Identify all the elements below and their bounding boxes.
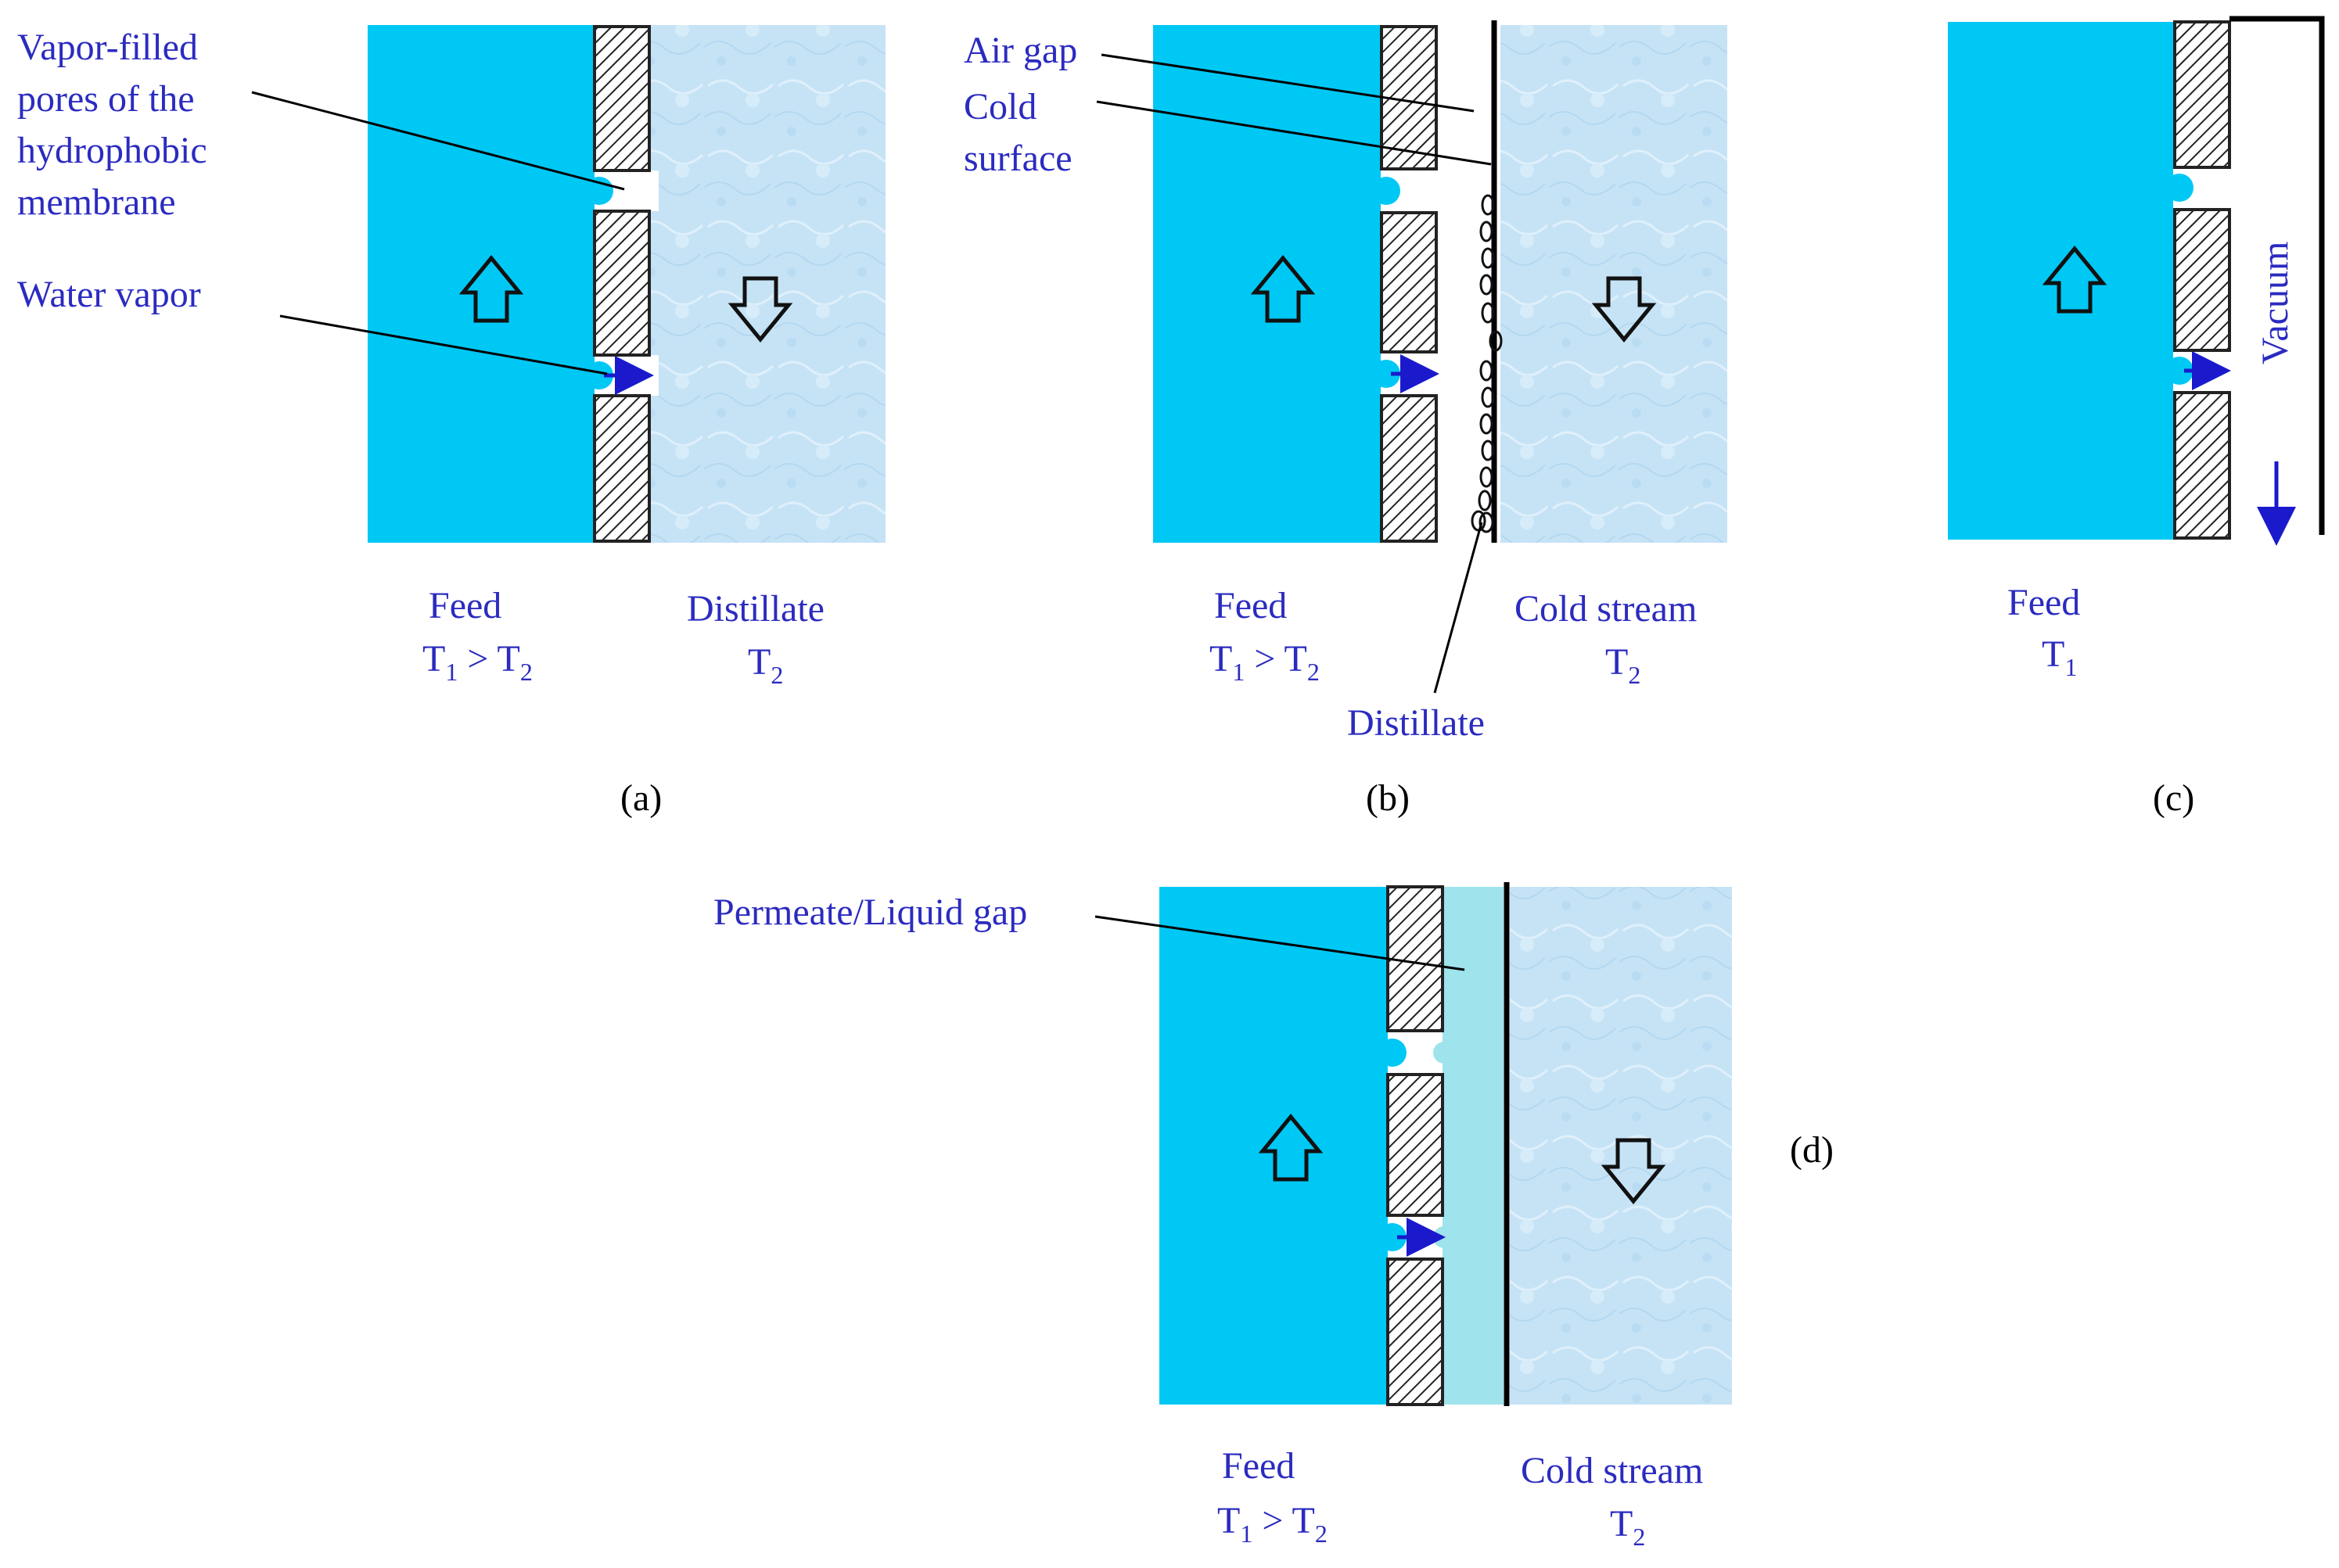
meniscus bbox=[2165, 357, 2193, 385]
panel-b: Air gap Cold surface Distillate Feed T1 … bbox=[964, 20, 1727, 819]
meniscus bbox=[1372, 177, 1400, 205]
caption-b: (b) bbox=[1366, 777, 1410, 819]
membrane-segment bbox=[1386, 1073, 1444, 1217]
feed-region bbox=[1948, 22, 2179, 540]
pores-label: Vapor-filled pores of the hydrophobic me… bbox=[17, 27, 217, 223]
cold-stream-temperature: T2 bbox=[1610, 1503, 1645, 1551]
flow-down-arrow bbox=[1591, 276, 1657, 343]
membrane-segment bbox=[2173, 20, 2231, 169]
air-gap-label: Air gap bbox=[964, 30, 1077, 71]
feed-region bbox=[1159, 887, 1391, 1405]
vacuum-chamber-wall bbox=[2229, 16, 2325, 535]
flow-up-arrow bbox=[458, 255, 524, 323]
condensate-droplets bbox=[1471, 194, 1503, 533]
caption-c: (c) bbox=[2153, 777, 2194, 819]
caption-a: (a) bbox=[620, 777, 662, 819]
panel-a: Vapor-filled pores of the hydrophobic me… bbox=[17, 25, 886, 819]
pores-leader bbox=[251, 91, 625, 191]
caption-d: (d) bbox=[1790, 1129, 1834, 1171]
membrane-segment bbox=[593, 394, 651, 543]
panel-d: Permeate/Liquid gap Feed T1 > T2 Cold st… bbox=[713, 882, 1834, 1551]
cold-stream-temperature: T2 bbox=[1605, 641, 1640, 689]
membrane-segment bbox=[1386, 1258, 1444, 1406]
feed-label: Feed bbox=[2007, 582, 2080, 623]
feed-region bbox=[1153, 25, 1386, 543]
feed-temperature: T1 > T2 bbox=[1217, 1500, 1328, 1548]
membrane-segment bbox=[593, 25, 651, 172]
feed-temperature: T1 bbox=[2042, 633, 2077, 681]
meniscus bbox=[1372, 360, 1400, 388]
feed-region bbox=[368, 25, 602, 543]
feed-temperature: T1 > T2 bbox=[1209, 638, 1320, 686]
cold-surface-leader bbox=[1096, 100, 1492, 166]
cold-stream-region bbox=[1510, 887, 1732, 1405]
permeate-meniscus bbox=[1433, 1042, 1455, 1064]
flow-up-arrow bbox=[2042, 246, 2107, 314]
membrane-segment bbox=[1380, 211, 1438, 353]
membrane-segment bbox=[1380, 394, 1438, 543]
flow-up-arrow bbox=[1258, 1114, 1324, 1182]
distillate-label: Distillate bbox=[687, 588, 825, 630]
cold-stream-region bbox=[1500, 25, 1727, 543]
cold-stream-label: Cold stream bbox=[1521, 1450, 1703, 1491]
meniscus bbox=[1378, 1039, 1407, 1067]
meniscus bbox=[2165, 174, 2193, 202]
water-vapor-label: Water vapor bbox=[17, 274, 201, 315]
meniscus bbox=[1378, 1223, 1407, 1251]
cold-surface-label: Cold surface bbox=[964, 86, 1072, 179]
flow-up-arrow bbox=[1250, 255, 1316, 323]
vacuum-label: Vacuum bbox=[2255, 242, 2296, 364]
flow-down-arrow bbox=[1601, 1138, 1666, 1204]
distillate-region bbox=[651, 25, 886, 543]
meniscus bbox=[585, 361, 613, 389]
permeate-liquid-gap bbox=[1438, 887, 1504, 1405]
membrane-segment bbox=[2173, 208, 2231, 352]
feed-temperature: T1 > T2 bbox=[422, 638, 533, 686]
panel-c: Vacuum Feed T1 (c) bbox=[1948, 16, 2325, 819]
feed-label: Feed bbox=[1214, 585, 1287, 626]
feed-label: Feed bbox=[429, 585, 501, 626]
feed-label: Feed bbox=[1222, 1445, 1295, 1487]
flow-down-arrow bbox=[728, 276, 793, 343]
membrane-segment bbox=[593, 210, 651, 357]
distillate-temperature: T2 bbox=[748, 641, 783, 689]
distillate-label: Distillate bbox=[1347, 702, 1485, 744]
membrane-segment bbox=[2173, 391, 2231, 540]
cold-stream-label: Cold stream bbox=[1514, 588, 1697, 630]
air-gap-leader bbox=[1101, 53, 1475, 113]
membrane-segment bbox=[1386, 885, 1444, 1032]
gap-label: Permeate/Liquid gap bbox=[713, 892, 1027, 933]
gap-leader bbox=[1094, 915, 1465, 971]
distillate-leader bbox=[1433, 522, 1483, 694]
vapor-leader bbox=[279, 314, 608, 375]
